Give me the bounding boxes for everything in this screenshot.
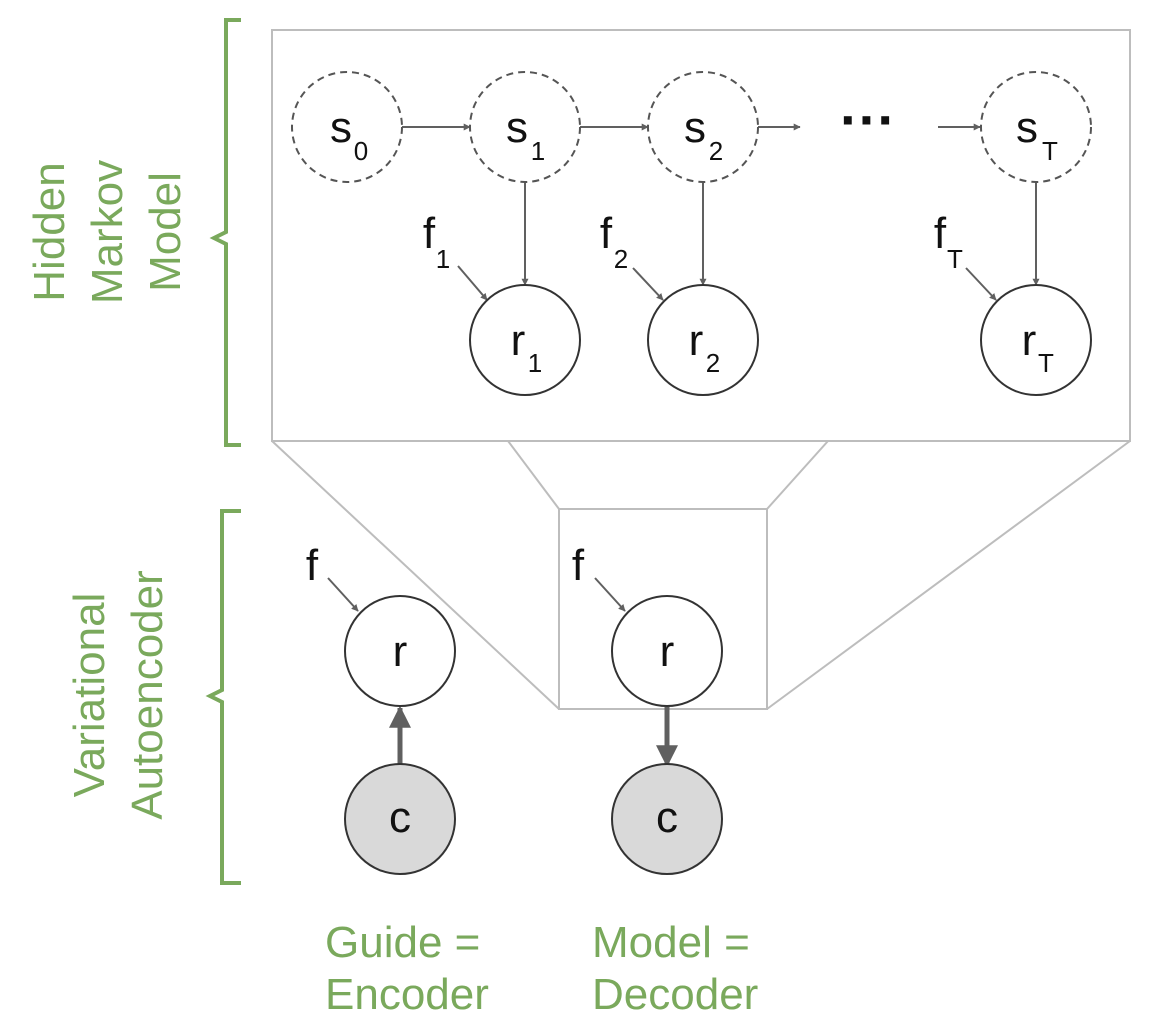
model-feature-label: f	[572, 541, 585, 590]
response-node-rT: r T	[980, 284, 1092, 396]
zoom-projection-lines	[271, 440, 1131, 710]
vae-side-label-line-1: Variational	[65, 593, 114, 798]
model-observed-label: c	[656, 793, 678, 842]
state-node-s1: s 1	[469, 71, 581, 183]
model-caption-line-1: Model =	[592, 918, 750, 967]
response-circle	[980, 284, 1092, 396]
state-subscript: T	[1042, 136, 1058, 166]
guide-caption-line-1: Guide =	[325, 918, 480, 967]
state-circle	[980, 71, 1092, 183]
state-subscript: 1	[531, 136, 545, 166]
vae-bracket	[205, 509, 241, 885]
state-label: s	[330, 103, 352, 152]
model-observed-node	[611, 763, 723, 875]
response-node-r2: r 2	[647, 284, 759, 396]
guide-latent-label: r	[393, 627, 408, 676]
hmm-frame	[271, 29, 1131, 442]
state-label: s	[684, 103, 706, 152]
state-subscript: 0	[354, 136, 368, 166]
guide-feature-arrow	[327, 577, 359, 612]
model-graph: f r c	[572, 541, 723, 875]
response-subscript: T	[1038, 348, 1054, 378]
feature-subscript: T	[947, 244, 963, 274]
response-subscript: 2	[706, 348, 720, 378]
vae-side-label: Variational Autoencoder	[65, 570, 172, 820]
response-circle	[469, 284, 581, 396]
feature-subscript: 1	[436, 244, 450, 274]
guide-caption: Guide = Encoder	[325, 918, 489, 1019]
vae-side-label-line-2: Autoencoder	[123, 570, 172, 820]
response-node-r1: r 1	[469, 284, 581, 396]
response-label: r	[511, 316, 526, 365]
feature-fT: f T	[934, 209, 963, 274]
hmm-bracket	[209, 18, 241, 447]
hmm-side-label-line-1: Hidden	[25, 162, 74, 301]
hmm-side-label: Hidden Markov Model	[25, 160, 190, 304]
model-latent-node	[611, 595, 723, 707]
state-label: s	[506, 103, 528, 152]
model-caption: Model = Decoder	[592, 918, 758, 1019]
model-latent-label: r	[660, 627, 675, 676]
state-subscript: 2	[709, 136, 723, 166]
model-caption-line-2: Decoder	[592, 970, 758, 1019]
guide-observed-node	[344, 763, 456, 875]
feature-label: f	[934, 209, 947, 258]
state-circle	[469, 71, 581, 183]
guide-graph: f r c	[306, 541, 456, 875]
model-feature-arrow	[594, 577, 626, 612]
feature-f1: f 1	[423, 209, 450, 274]
state-label: s	[1016, 103, 1038, 152]
guide-observed-label: c	[389, 793, 411, 842]
feature-f2: f 2	[600, 209, 628, 274]
hmm-side-label-line-2: Markov	[83, 160, 132, 304]
state-node-s2: s 2	[647, 71, 759, 183]
zoom-box	[558, 508, 768, 710]
state-circle	[291, 71, 403, 183]
feature-subscript: 2	[614, 244, 628, 274]
ellipsis: ···	[840, 88, 896, 151]
guide-caption-line-2: Encoder	[325, 970, 489, 1019]
state-node-s0: s 0	[291, 71, 403, 183]
feature-label: f	[600, 209, 613, 258]
response-circle	[647, 284, 759, 396]
feature-arrows	[457, 265, 997, 301]
guide-latent-node	[344, 595, 456, 707]
response-subscript: 1	[528, 348, 542, 378]
guide-feature-label: f	[306, 541, 319, 590]
feature-label: f	[423, 209, 436, 258]
response-label: r	[689, 316, 704, 365]
state-node-sT: s T	[980, 71, 1092, 183]
emission-arrows	[521, 182, 1040, 286]
state-circle	[647, 71, 759, 183]
response-label: r	[1022, 316, 1037, 365]
hmm-side-label-line-3: Model	[141, 172, 190, 292]
